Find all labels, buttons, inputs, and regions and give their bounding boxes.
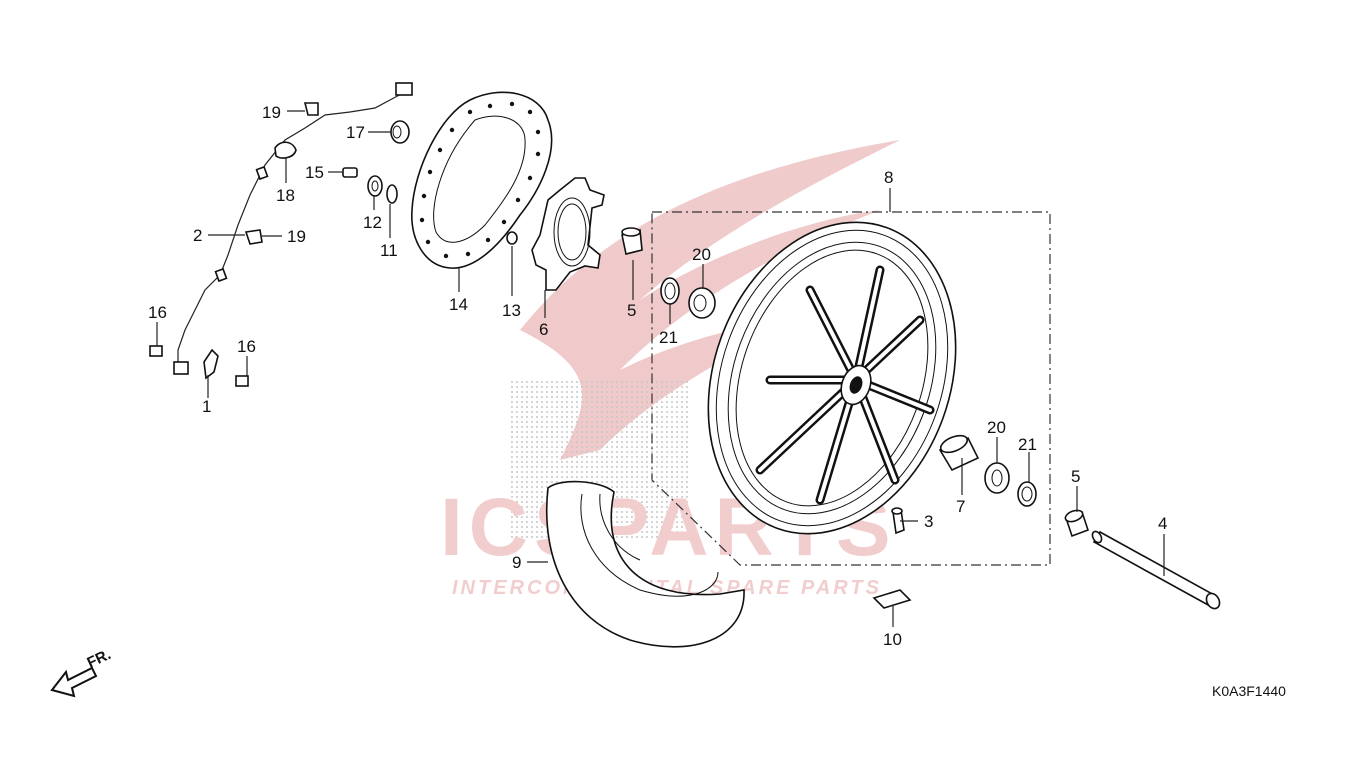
oil-seal-21a: [660, 277, 680, 305]
callout-18: 18: [276, 186, 295, 205]
collar-12: [367, 175, 383, 197]
speed-sensor-cable: [173, 82, 413, 375]
spacer-7: [938, 434, 980, 472]
callout-19b: 19: [287, 227, 306, 246]
callout-12: 12: [363, 213, 382, 232]
nut-17: [390, 120, 410, 144]
callout-20a: 20: [692, 245, 711, 264]
bolt-16b: [235, 375, 249, 387]
callout-2: 2: [193, 226, 202, 245]
balance-weight-10: [872, 589, 912, 609]
callout-19a: 19: [262, 103, 281, 122]
callout-16a: 16: [148, 303, 167, 322]
assembly-outline-8: [651, 211, 1051, 566]
spacer-5b: [1064, 509, 1090, 538]
callout-7: 7: [956, 497, 965, 516]
bolt-16a: [149, 345, 163, 357]
front-label: FR.: [85, 646, 114, 672]
callout-8: 8: [884, 168, 893, 187]
callout-10: 10: [883, 630, 902, 649]
diagram-code: K0A3F1440: [1212, 683, 1286, 699]
callout-1: 1: [202, 397, 211, 416]
cable-clip-19a: [303, 102, 319, 116]
callout-13: 13: [502, 301, 521, 320]
front-arrow-icon: [50, 666, 98, 698]
callout-21a: 21: [659, 328, 678, 347]
disc-adapter-6: [531, 177, 605, 291]
cable-clip-19b: [244, 229, 263, 245]
callout-16b: 16: [237, 337, 256, 356]
leader-lines: [156, 110, 1165, 627]
callout-15: 15: [305, 163, 324, 182]
cable-connector: [395, 82, 413, 96]
callout-5b: 5: [1071, 467, 1080, 486]
washer-13: [506, 231, 518, 245]
callout-20b: 20: [987, 418, 1006, 437]
valve-3: [891, 507, 905, 535]
cable-clamp-18: [274, 141, 297, 159]
spacer-5a: [621, 227, 643, 255]
brake-disc-14: [411, 91, 553, 269]
callout-6: 6: [539, 320, 548, 339]
callout-11: 11: [380, 241, 398, 260]
sensor-bracket-1: [203, 348, 219, 380]
bearing-20b: [984, 462, 1010, 494]
callout-9: 9: [512, 553, 521, 572]
callout-14: 14: [449, 295, 468, 314]
sensor-head: [173, 361, 189, 375]
tire-9: [546, 480, 745, 648]
callout-4: 4: [1158, 514, 1167, 533]
callout-21b: 21: [1018, 435, 1037, 454]
oil-seal-21b: [1017, 481, 1037, 507]
bearing-20a: [688, 287, 716, 319]
bolt-15: [342, 167, 358, 178]
callout-5a: 5: [627, 301, 636, 320]
callout-3: 3: [924, 512, 933, 531]
wheel-rim-8: [707, 221, 957, 535]
washer-11: [386, 184, 398, 204]
callout-17: 17: [346, 123, 365, 142]
watermark-tagline: INTERCONTINENTAL SPARE PARTS: [452, 577, 882, 599]
axle-4: [1091, 530, 1221, 610]
front-direction-indicator: FR.: [50, 646, 114, 698]
